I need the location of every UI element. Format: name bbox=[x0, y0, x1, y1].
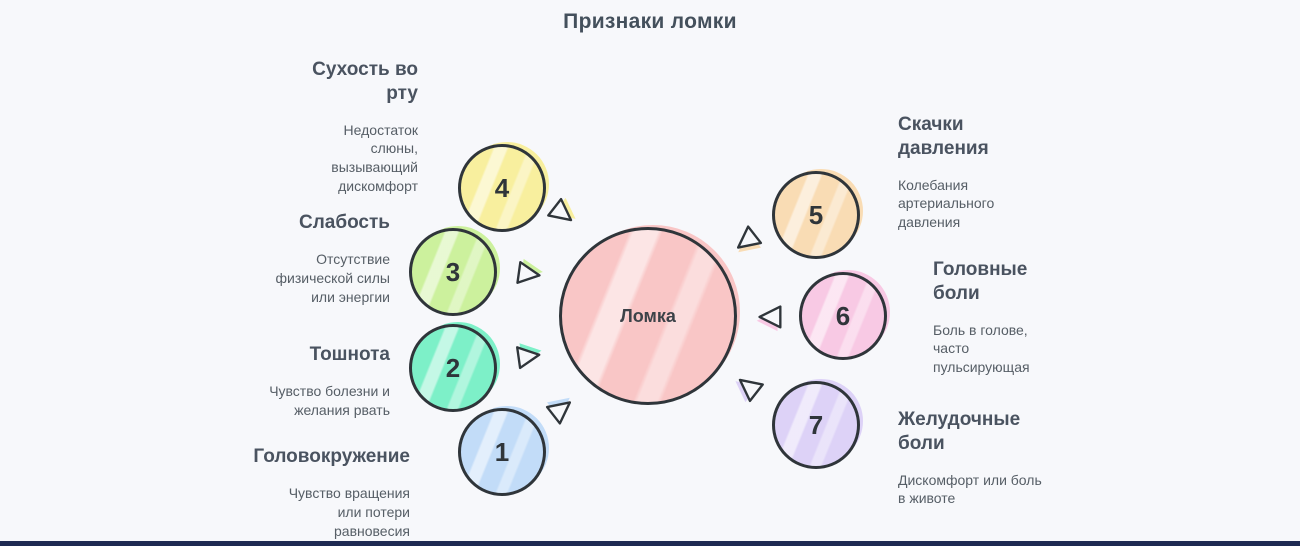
node-title: Желудочные боли bbox=[898, 409, 1021, 454]
number-badge: 1 bbox=[494, 436, 510, 467]
node-text: Сухость во рту Недостаток слюны, вызываю… bbox=[258, 58, 418, 196]
node-circle-7: 7 bbox=[772, 381, 860, 469]
diagram-title: Признаки ломки bbox=[563, 10, 737, 33]
number-badge: 4 bbox=[494, 172, 510, 203]
node-title: Головные боли bbox=[933, 259, 1028, 304]
node-circle-4: 4 bbox=[458, 144, 546, 232]
node-title: Тошнота bbox=[309, 344, 390, 365]
number-badge: 7 bbox=[808, 409, 824, 440]
node-text: Головные боли Боль в голове, часто пульс… bbox=[933, 258, 1083, 377]
node-circle-3: 3 bbox=[409, 228, 497, 316]
arrow-icon bbox=[735, 378, 764, 403]
arrow-icon bbox=[547, 197, 576, 222]
node-description: Дискомфорт или боль в животе bbox=[898, 471, 1042, 507]
node-circle-5: 5 bbox=[772, 171, 860, 259]
node-circle-6: 6 bbox=[799, 272, 887, 360]
node-text: Слабость Отсутствие физической силы или … bbox=[240, 211, 391, 306]
node-title: Сухость во рту bbox=[312, 59, 418, 104]
number-badge: 2 bbox=[445, 352, 461, 383]
node-description: Боль в голове, часто пульсирующая bbox=[933, 321, 1030, 376]
node-text: Скачки давления Колебания артериального … bbox=[898, 113, 1058, 232]
number-badge: 5 bbox=[808, 199, 824, 230]
arrow-icon bbox=[756, 305, 782, 332]
arrow-icon bbox=[516, 343, 542, 370]
node-title: Головокружение bbox=[253, 446, 410, 467]
node-description: Чувство болезни и желания рвать bbox=[269, 382, 390, 418]
number-badge: 3 bbox=[445, 256, 461, 287]
node-text: Желудочные боли Дискомфорт или боль в жи… bbox=[898, 408, 1058, 508]
arrow-icon bbox=[736, 225, 763, 253]
center-circle: Ломка bbox=[559, 227, 737, 405]
arrow-icon bbox=[545, 397, 572, 425]
footer-bar bbox=[0, 541, 1300, 546]
node-title: Слабость bbox=[298, 212, 390, 233]
center-label: Ломка bbox=[620, 305, 676, 326]
node-title: Скачки давления bbox=[898, 114, 989, 159]
node-circle-1: 1 bbox=[458, 408, 546, 496]
node-text: Тошнота Чувство болезни и желания рвать bbox=[240, 343, 390, 420]
number-badge: 6 bbox=[835, 300, 851, 331]
node-description: Колебания артериального давления bbox=[898, 176, 995, 231]
node-description: Недостаток слюны, вызывающий дискомфорт bbox=[331, 121, 418, 195]
node-description: Чувство вращения или потери равновесия bbox=[288, 484, 410, 539]
node-text: Головокружение Чувство вращения или поте… bbox=[230, 445, 410, 540]
node-description: Отсутствие физической силы или энергии bbox=[275, 250, 391, 305]
arrow-icon bbox=[516, 258, 543, 284]
node-circle-2: 2 bbox=[409, 324, 497, 412]
